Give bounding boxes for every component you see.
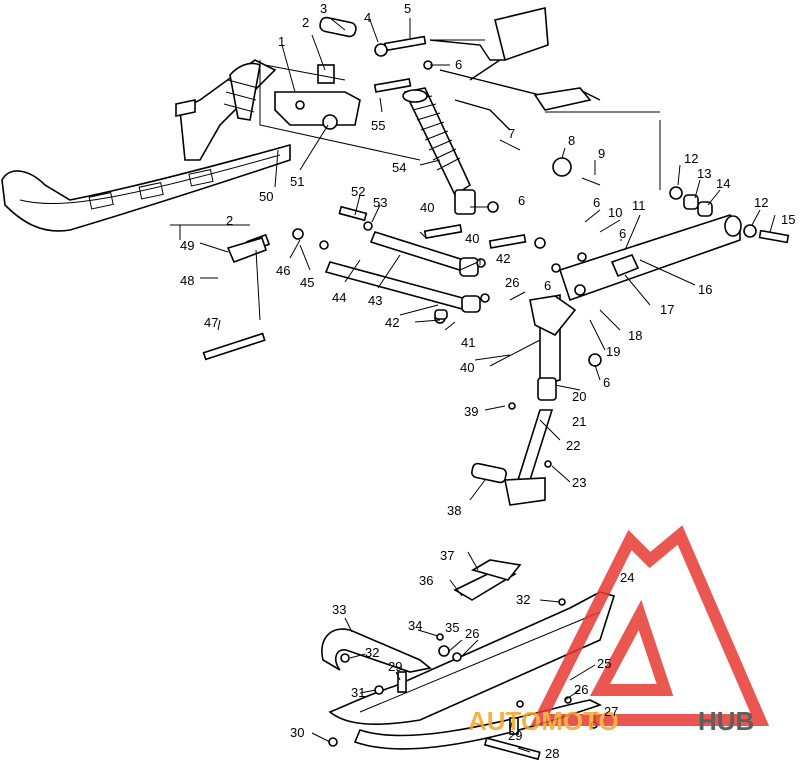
upper-left-ski-assembly bbox=[1, 59, 291, 232]
callout-6: 6 bbox=[455, 57, 462, 72]
radius-rods bbox=[324, 231, 481, 313]
callout-12: 12 bbox=[754, 195, 768, 210]
callout-26: 26 bbox=[505, 275, 519, 290]
callout-6: 6 bbox=[544, 278, 551, 293]
watermark-brand-part1: AUTOMOTO bbox=[468, 706, 619, 736]
callout-50: 50 bbox=[259, 189, 273, 204]
callout-3: 3 bbox=[320, 1, 327, 16]
callout-42: 42 bbox=[385, 315, 399, 330]
callout-18: 18 bbox=[628, 328, 642, 343]
callout-29: 29 bbox=[508, 728, 522, 743]
callout-39: 39 bbox=[464, 404, 478, 419]
front-shock-absorber bbox=[402, 87, 476, 215]
callout-46: 46 bbox=[276, 263, 290, 278]
callout-13: 13 bbox=[697, 166, 711, 181]
callout-11: 11 bbox=[632, 198, 646, 213]
callout-41: 41 bbox=[461, 335, 475, 350]
callout-16: 16 bbox=[698, 282, 712, 297]
callout-37: 37 bbox=[440, 548, 454, 563]
callout-10: 10 bbox=[608, 205, 622, 220]
callout-12: 12 bbox=[684, 151, 698, 166]
callout-44: 44 bbox=[332, 290, 346, 305]
callout-32: 32 bbox=[516, 592, 530, 607]
callout-42: 42 bbox=[496, 251, 510, 266]
callout-20: 20 bbox=[572, 389, 586, 404]
callout-8: 8 bbox=[568, 133, 575, 148]
callout-27: 27 bbox=[604, 704, 618, 719]
callout-33: 33 bbox=[332, 602, 346, 617]
callout-45: 45 bbox=[300, 275, 314, 290]
callout-22: 22 bbox=[566, 438, 580, 453]
chassis-frame bbox=[429, 7, 601, 131]
callout-6: 6 bbox=[619, 226, 626, 241]
callout-35: 35 bbox=[445, 620, 459, 635]
callout-28: 28 bbox=[545, 746, 559, 761]
callout-7: 7 bbox=[508, 126, 515, 141]
callout-34: 34 bbox=[408, 618, 422, 633]
callout-1: 1 bbox=[278, 34, 285, 49]
callout-52: 52 bbox=[351, 184, 365, 199]
callout-40: 40 bbox=[460, 360, 474, 375]
callout-25: 25 bbox=[597, 656, 611, 671]
callout-17: 17 bbox=[660, 302, 674, 317]
callout-4: 4 bbox=[364, 10, 371, 25]
callout-19: 19 bbox=[606, 344, 620, 359]
callout-30: 30 bbox=[290, 725, 304, 740]
callout-24: 24 bbox=[620, 570, 634, 585]
callout-38: 38 bbox=[447, 503, 461, 518]
callout-31: 31 bbox=[351, 685, 365, 700]
callout-9: 9 bbox=[598, 146, 605, 161]
callout-6: 6 bbox=[593, 195, 600, 210]
spindle-assembly bbox=[471, 293, 577, 506]
callout-26: 26 bbox=[574, 682, 588, 697]
leader-lines bbox=[170, 17, 776, 753]
callout-21: 21 bbox=[572, 414, 586, 429]
callout-15: 15 bbox=[781, 212, 795, 227]
watermark-brand-part2: HUB bbox=[698, 706, 754, 736]
callout-53: 53 bbox=[373, 195, 387, 210]
lower-ski-assembly bbox=[321, 559, 616, 761]
callout-48: 48 bbox=[180, 273, 194, 288]
fasteners bbox=[202, 16, 790, 468]
callout-51: 51 bbox=[290, 174, 304, 189]
callout-40: 40 bbox=[465, 231, 479, 246]
callout-43: 43 bbox=[368, 293, 382, 308]
callout-47: 47 bbox=[204, 315, 218, 330]
callout-2: 2 bbox=[226, 213, 233, 228]
callout-29: 29 bbox=[388, 659, 402, 674]
callout-5: 5 bbox=[404, 1, 411, 16]
callout-2: 2 bbox=[302, 15, 309, 30]
callout-labels: 1 2 3 4 5 6 7 8 9 6 10 11 12 13 14 12 15… bbox=[180, 1, 795, 761]
callout-36: 36 bbox=[419, 573, 433, 588]
callout-54: 54 bbox=[392, 160, 406, 175]
callout-26: 26 bbox=[465, 626, 479, 641]
callout-49: 49 bbox=[180, 238, 194, 253]
callout-32: 32 bbox=[365, 645, 379, 660]
trailing-arm bbox=[558, 214, 742, 302]
callout-55: 55 bbox=[371, 118, 385, 133]
callout-6: 6 bbox=[603, 375, 610, 390]
callout-40: 40 bbox=[420, 200, 434, 215]
callout-23: 23 bbox=[572, 475, 586, 490]
watermark-triangle-logo bbox=[530, 525, 770, 726]
callout-6: 6 bbox=[518, 193, 525, 208]
automotohub-watermark: AUTOMOTO HUB bbox=[468, 525, 770, 736]
shock-mount-bracket bbox=[274, 64, 361, 130]
callout-14: 14 bbox=[716, 176, 730, 191]
